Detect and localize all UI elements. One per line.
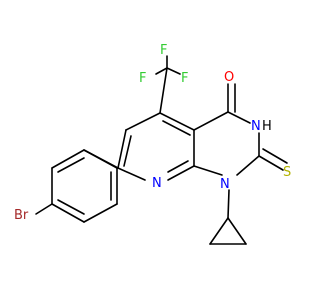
atom-label-nitrogen-n1: N: [220, 177, 230, 192]
bond-c5-c4a: [159, 112, 195, 131]
bond-n8-c8a-inner: [167, 160, 189, 173]
bond-phenyl-1-2: [51, 149, 85, 169]
bond-cf3-f-right: [166, 67, 181, 75]
bond-c7-n8: [117, 167, 146, 181]
bond-c4-n3: [227, 111, 251, 124]
bond-c5-c6: [125, 112, 161, 131]
bond-c6-c7-inner: [123, 135, 132, 167]
bond-phenyl-1-2-inner: [57, 157, 85, 173]
atom-label-fluorine-right: F: [181, 71, 188, 86]
atom-label-sulfur: S: [283, 165, 291, 180]
bond-phenyl-3-4: [51, 203, 85, 223]
atom-label-bromine: Br: [14, 208, 29, 223]
atom-label-fluorine-top: F: [160, 43, 167, 58]
bond-c6-c7: [117, 129, 127, 169]
bond-cyclopropyl-left: [209, 217, 229, 245]
atom-labels: F F F O N H S N N Br: [14, 43, 291, 223]
atom-label-nitrogen-nh: N: [251, 119, 261, 134]
bond-phenyl-br: [35, 203, 53, 215]
bond-n1-c8a: [193, 165, 223, 176]
bond-phenyl-6-1: [83, 149, 118, 169]
bond-c4a-c4a-inner: [162, 120, 191, 136]
bond-cyclopropyl-right: [227, 217, 247, 245]
molecule-structure: F F F O N H S N N Br: [14, 43, 291, 245]
bond-c2-s-double: [262, 148, 288, 164]
bond-phenyl-4-5: [83, 203, 118, 223]
bond-n8-c8a: [167, 165, 195, 181]
bond-lines: [35, 55, 288, 245]
bond-cf3-f-left: [155, 67, 168, 75]
bond-c4a-c4: [193, 111, 229, 131]
atom-label-nitrogen-ring: N: [152, 176, 162, 191]
bond-c2-n1: [236, 155, 260, 176]
atom-label-hydrogen: H: [262, 119, 272, 134]
bond-c2-s: [258, 155, 284, 171]
atom-label-oxygen: O: [224, 70, 234, 85]
bond-phenyl-3-4-inner: [57, 199, 85, 215]
atom-label-fluorine-left: F: [139, 71, 146, 86]
bond-c5-cf3: [159, 67, 168, 114]
bond-n1-cyclopropyl: [227, 189, 230, 219]
